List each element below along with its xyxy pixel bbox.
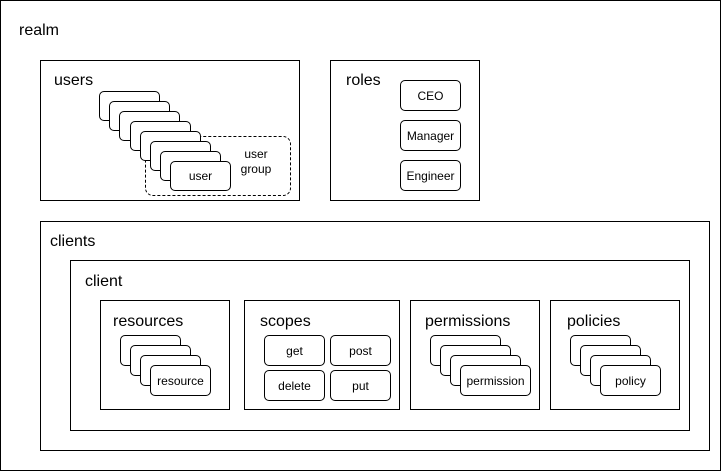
role-manager: Manager bbox=[400, 120, 461, 151]
client-label: client bbox=[85, 273, 123, 290]
scopes-label: scopes bbox=[260, 313, 311, 330]
resources-label: resources bbox=[113, 313, 184, 330]
policy-node: policy bbox=[600, 365, 661, 396]
roles-label: roles bbox=[346, 72, 381, 89]
user-node: user bbox=[170, 161, 231, 191]
clients-label: clients bbox=[50, 233, 96, 250]
users-label: users bbox=[54, 72, 94, 89]
user-group-label: user group bbox=[232, 147, 280, 177]
permissions-label: permissions bbox=[425, 313, 511, 330]
user-group-label-line1: user bbox=[244, 147, 268, 161]
scope-post: post bbox=[330, 335, 391, 366]
role-engineer: Engineer bbox=[400, 160, 461, 191]
policies-label: policies bbox=[567, 313, 621, 330]
user-group-boundary bbox=[145, 136, 291, 196]
user-group-label-line2: group bbox=[240, 162, 272, 176]
scope-put: put bbox=[330, 370, 391, 401]
realm-label: realm bbox=[19, 22, 60, 39]
permission-node: permission bbox=[460, 365, 531, 396]
resource-node: resource bbox=[150, 365, 211, 396]
scope-get: get bbox=[264, 335, 325, 366]
role-ceo: CEO bbox=[400, 80, 461, 111]
scope-delete: delete bbox=[264, 370, 325, 401]
